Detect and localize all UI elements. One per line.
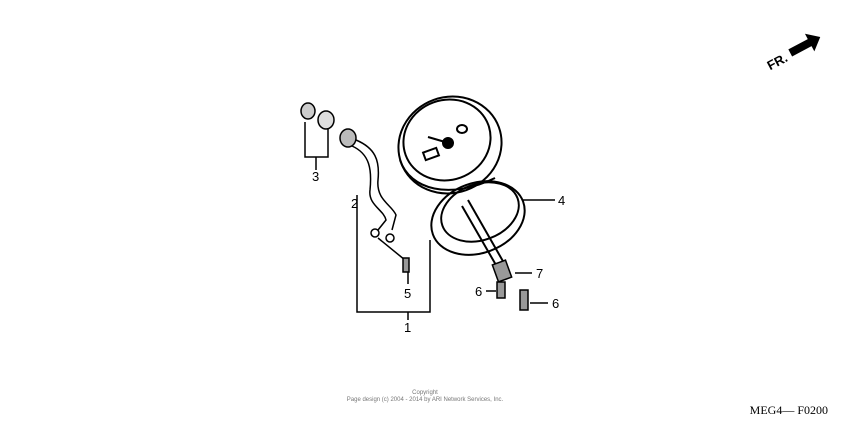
callout-4: 4	[558, 193, 565, 208]
callout-1: 1	[404, 320, 411, 335]
svg-text:FR.: FR.	[764, 50, 790, 73]
speedometer-gauge-part	[397, 95, 503, 195]
front-direction-arrow-icon: FR.	[764, 33, 821, 73]
callout-6-left: 6	[475, 284, 482, 299]
meter-case-part	[430, 180, 555, 273]
copyright-notice: Page design (c) 2004 - 2014 by ARI Netwo…	[346, 397, 504, 403]
callout-6-right: 6	[552, 296, 559, 311]
bulb-socket-harness-part	[339, 128, 431, 320]
callout-2: 2	[351, 196, 358, 211]
socket-nut-part	[300, 102, 335, 170]
copyright-title: Copyright	[412, 390, 438, 396]
diagram-code: MEG4— F0200	[749, 403, 828, 417]
callout-7: 7	[536, 266, 543, 281]
callout-5: 5	[404, 286, 411, 301]
callout-3: 3	[312, 169, 319, 184]
mounting-bracket-and-screws	[486, 259, 548, 311]
